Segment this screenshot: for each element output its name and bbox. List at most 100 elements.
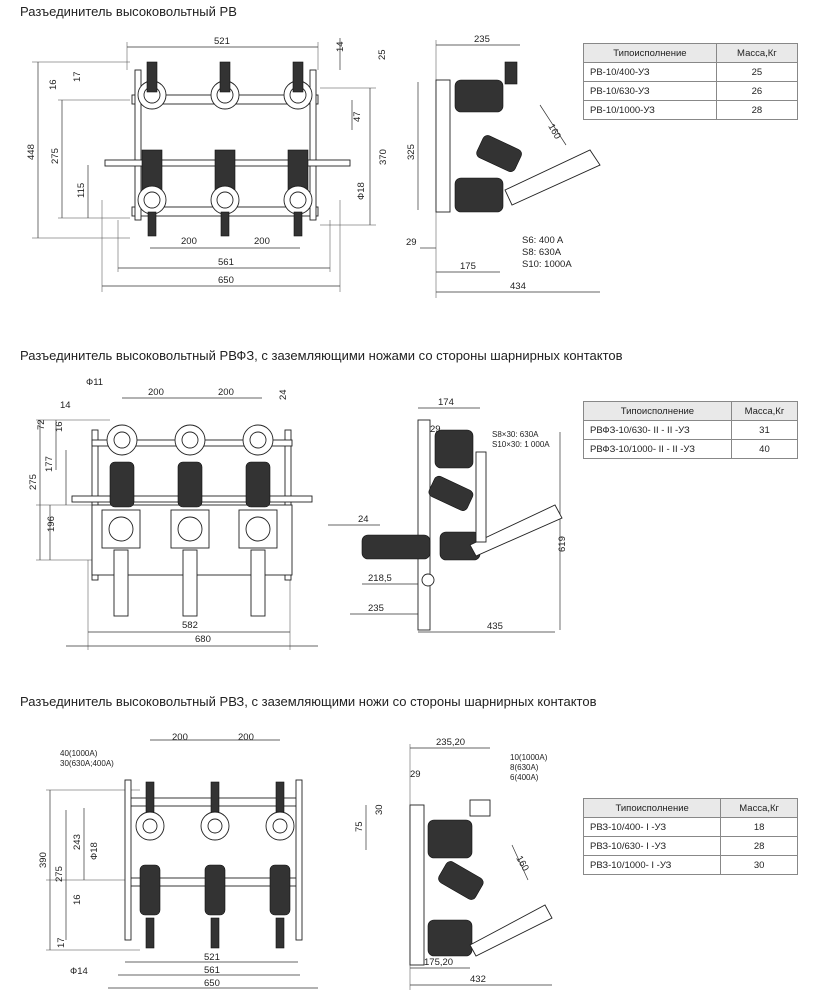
dim-label: 10(1000A) <box>510 753 548 762</box>
dim-label: 196 <box>46 516 57 532</box>
dim-label: Ф18 <box>89 842 100 860</box>
dim-label: 29 <box>410 769 421 780</box>
dim-label: 235 <box>474 34 490 45</box>
dim-label: 24 <box>278 389 289 400</box>
section-title-rvfz: Разъединитель высоковольтный РВФЗ, с заз… <box>20 348 623 363</box>
dim-label: 200 <box>238 732 254 743</box>
rvz-pole <box>135 781 165 949</box>
dim-label: Ф18 <box>356 182 367 200</box>
rating-label: S6: 400 A <box>522 235 564 246</box>
table-header: Типоисполнение <box>583 401 732 421</box>
dim-label: 218,5 <box>368 573 392 584</box>
dim-label: 16 <box>72 894 83 905</box>
dim-label: Ф14 <box>70 966 88 977</box>
dim-label: 40(1000A) <box>60 749 98 758</box>
dim-label: 29 <box>430 424 441 435</box>
dim-label: 200 <box>181 236 197 247</box>
dim-label: 435 <box>487 621 503 632</box>
dim-label: 17 <box>72 71 83 82</box>
dim-label: 275 <box>54 866 65 882</box>
dim-label: 175 <box>460 261 476 272</box>
dim-label: 25 <box>377 49 388 60</box>
section-title-rvz: Разъединитель высоковольтный РВЗ, с зазе… <box>20 694 597 709</box>
dim-label: 24 <box>358 514 369 525</box>
dim-label: Ф11 <box>86 377 103 388</box>
rv-pole <box>137 61 167 237</box>
dim-label: 370 <box>378 149 389 165</box>
rating-label: S8: 630A <box>522 247 562 258</box>
dim-label: 17 <box>56 937 67 948</box>
rvfz-front-view: Ф11 200 200 14 24 72 16 177 275 196 582 … <box>28 377 318 650</box>
dim-label: 175,20 <box>424 957 453 968</box>
dim-label: 6(400A) <box>510 773 539 782</box>
dim-label: 8(630A) <box>510 763 539 772</box>
dim-label: 200 <box>148 387 164 398</box>
dim-label: 16 <box>48 79 59 90</box>
dim-label: 650 <box>204 978 220 989</box>
dim-label: 174 <box>438 397 454 408</box>
table-header: Типоисполнение <box>582 798 722 818</box>
dim-label: 115 <box>76 183 87 198</box>
dim-label: 561 <box>204 965 220 976</box>
table-header: Масса,Кг <box>730 401 799 421</box>
rvfz-pole <box>101 424 141 617</box>
dim-label: 650 <box>218 275 234 286</box>
dim-label: 75 <box>354 821 365 832</box>
dim-label: 680 <box>195 634 211 645</box>
dim-label: 521 <box>204 952 220 963</box>
dim-label: 160 <box>545 122 562 141</box>
dim-label: 14 <box>60 400 71 411</box>
dim-label: 200 <box>254 236 270 247</box>
dim-label: 30(630A;400A) <box>60 759 114 768</box>
rvfz-pole <box>170 424 210 617</box>
rvz-front-view: 40(1000A) 30(630A;400A) 200 200 390 275 … <box>38 732 318 989</box>
dim-label: 14 <box>335 41 346 52</box>
dim-label: 177 <box>44 456 55 472</box>
dim-label: 561 <box>218 257 234 268</box>
dim-label: 235,20 <box>436 737 465 748</box>
rv-pole <box>283 61 313 237</box>
dim-label: S10×30: 1 000A <box>492 440 550 449</box>
dim-label: 243 <box>72 834 83 850</box>
dim-label: 16 <box>54 421 65 432</box>
table-header: Масса,Кг <box>720 798 798 818</box>
dim-label: 390 <box>38 852 49 868</box>
dim-label: 619 <box>557 536 568 552</box>
rvz-pole <box>200 781 230 949</box>
dim-label: 200 <box>172 732 188 743</box>
dim-label: S8×30: 630A <box>492 430 539 439</box>
rvfz-side-view: 174 29 S8×30: 630A S10×30: 1 000A 24 619… <box>328 397 568 633</box>
dim-label: 160 <box>513 854 530 873</box>
rating-label: S10: 1000A <box>522 259 572 270</box>
dim-label: 29 <box>406 237 417 248</box>
dim-label: 448 <box>26 144 37 160</box>
dim-label: 275 <box>50 148 61 164</box>
rvz-pole <box>265 781 295 949</box>
rvfz-pole <box>238 424 278 617</box>
dim-label: 521 <box>214 36 230 47</box>
dim-label: 47 <box>352 111 363 122</box>
rvz-side-view: 235,20 10(1000A) 8(630A) 6(400A) 29 30 7… <box>354 737 553 990</box>
dim-label: 275 <box>28 474 39 490</box>
rv-pole <box>210 61 240 237</box>
dim-label: 200 <box>218 387 234 398</box>
dim-label: 582 <box>182 620 198 631</box>
dim-label: 72 <box>36 419 47 430</box>
rv-front-view: 521 14 25 17 16 448 275 47 370 115 Ф18 2… <box>26 36 389 292</box>
dim-label: 30 <box>374 804 385 815</box>
dim-label: 432 <box>470 974 486 985</box>
table-header: Типоисполнение <box>583 43 717 63</box>
dim-label: 235 <box>368 603 384 614</box>
dim-label: 325 <box>406 144 417 160</box>
rv-side-view: 160 235 325 29 175 434 S6: 400 A S8: 630… <box>406 34 601 298</box>
